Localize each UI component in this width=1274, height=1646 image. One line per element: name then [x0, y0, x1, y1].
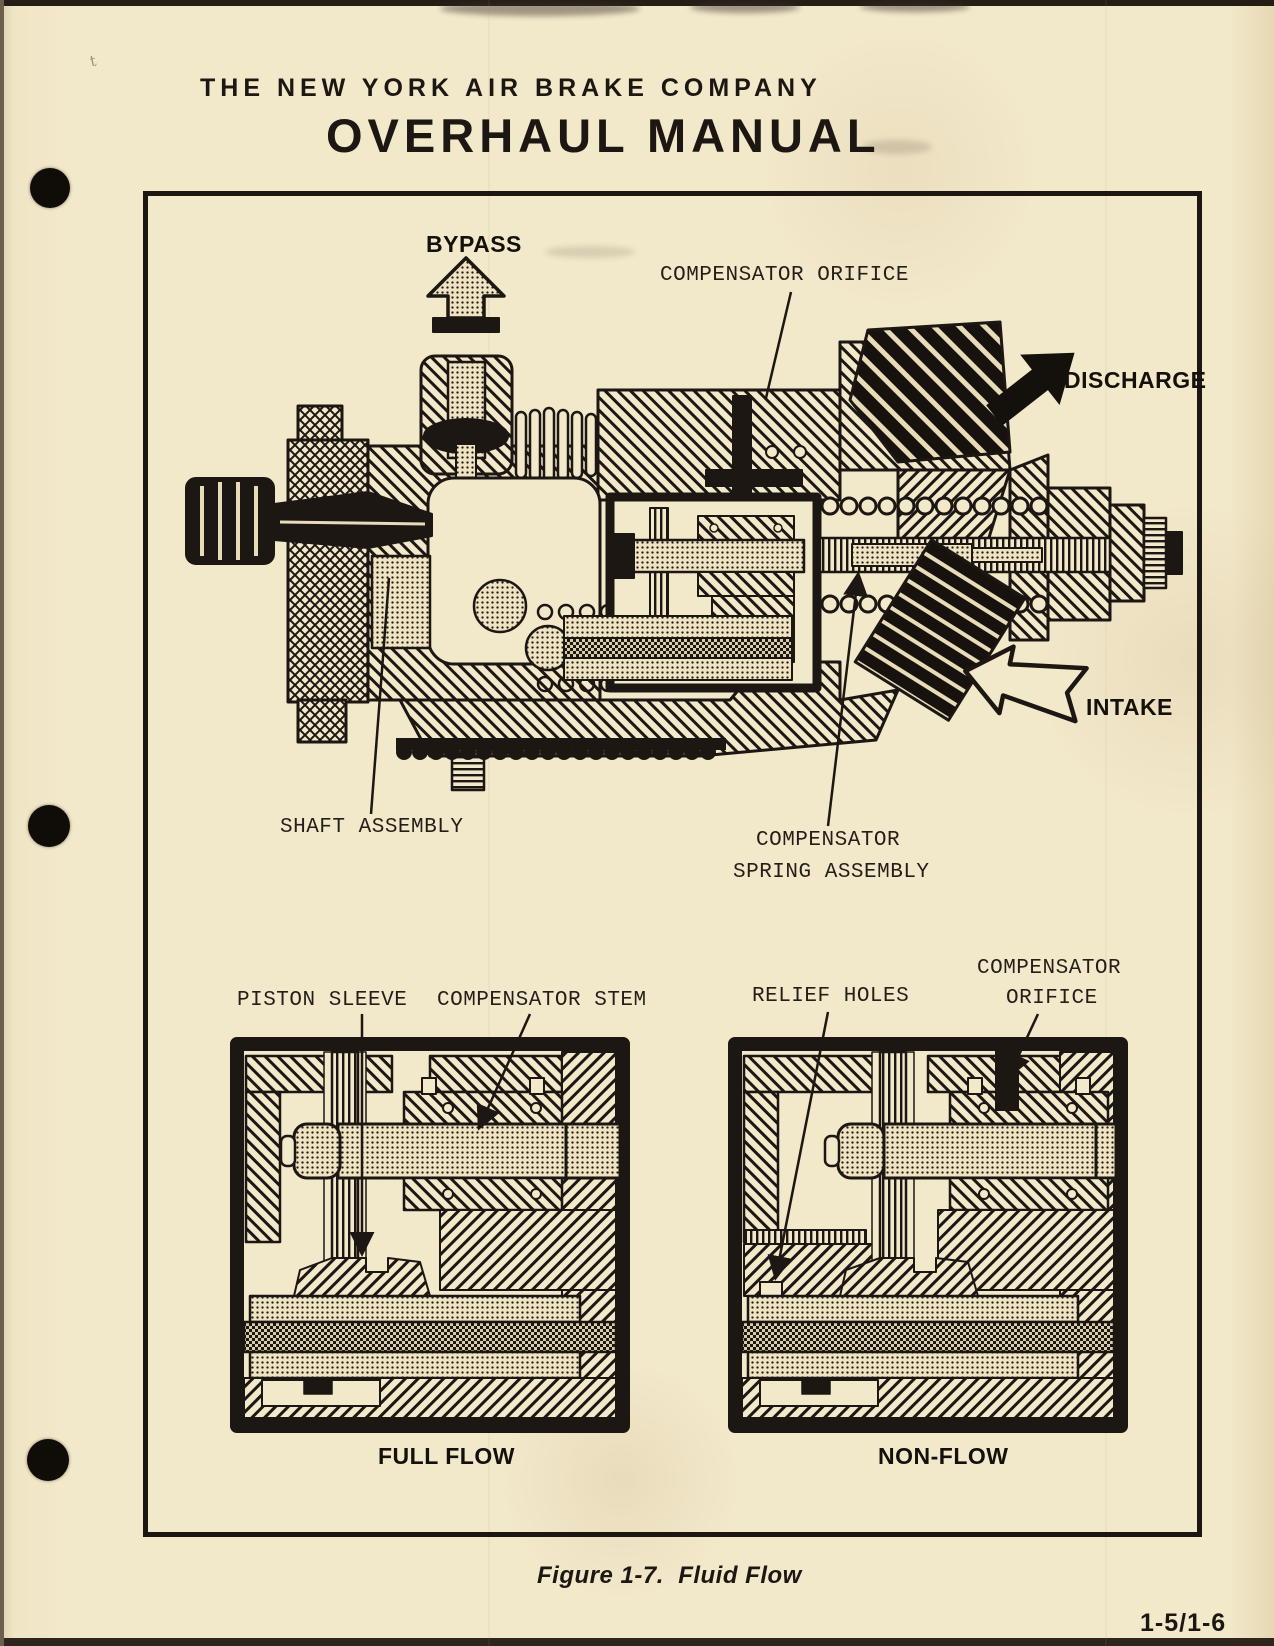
bypass-arrow	[426, 256, 506, 333]
scan-edge-top	[0, 0, 1274, 6]
scan-smudge	[690, 1, 800, 13]
control-valve-box	[524, 492, 822, 693]
non-flow-view	[728, 1037, 1128, 1433]
scan-smudge	[860, 1, 970, 12]
label-compensator-spring-line2: SPRING ASSEMBLY	[733, 861, 930, 884]
scan-edge-bottom	[0, 1638, 1274, 1646]
leader-compensator-stem	[476, 1013, 532, 1131]
label-bypass: BYPASS	[426, 231, 522, 257]
full-flow-view	[230, 1037, 630, 1433]
label-discharge: DISCHARGE	[1064, 367, 1207, 393]
paper-crease	[488, 0, 490, 1646]
label-intake: INTAKE	[1086, 694, 1173, 720]
detail-leader-lines	[349, 1011, 1040, 1281]
relief-hole	[759, 1281, 783, 1297]
leader-compensator-spring	[826, 571, 869, 827]
page-title: OVERHAUL MANUAL	[326, 109, 881, 162]
scan-smudge	[440, 1, 640, 16]
punch-hole	[30, 168, 70, 208]
label-relief-holes: RELIEF HOLES	[752, 985, 910, 1008]
caption-non-flow: NON-FLOW	[878, 1443, 1009, 1469]
caption-full-flow: FULL FLOW	[378, 1443, 515, 1469]
label-compensator-spring-line1: COMPENSATOR	[756, 829, 901, 852]
figure-border	[143, 191, 1202, 1537]
drive-shaft	[185, 477, 433, 565]
intake-arrow	[963, 644, 1089, 724]
punch-hole	[27, 1439, 69, 1481]
publisher-name: THE NEW YORK AIR BRAKE COMPANY	[200, 74, 822, 102]
label-compensator-stem: COMPENSATOR STEM	[437, 989, 647, 1012]
label-piston-sleeve: PISTON SLEEVE	[237, 989, 408, 1012]
label-shaft-assembly: SHAFT ASSEMBLY	[280, 816, 464, 839]
discharge-arrow	[986, 352, 1075, 426]
rotating-group	[370, 554, 659, 693]
orifice-slot	[995, 1049, 1019, 1111]
pump-cross-section	[185, 256, 1183, 792]
label-compensator-orifice-detail-line1: COMPENSATOR	[977, 957, 1122, 980]
punch-hole	[28, 805, 70, 847]
pencil-smudge	[862, 140, 932, 154]
main-leader-lines	[369, 291, 869, 827]
leader-shaft-assembly	[369, 577, 391, 815]
mounting-flange	[286, 404, 490, 792]
pencil-smudge	[545, 246, 635, 258]
paper-crease	[1105, 0, 1107, 1646]
leader-relief-holes	[767, 1011, 830, 1281]
leader-compensator-orifice-detail	[1007, 1013, 1040, 1079]
discharge-passage	[848, 320, 1012, 464]
figure-caption: Figure 1-7. Fluid Flow	[537, 1562, 802, 1589]
leader-compensator-orifice	[764, 291, 793, 399]
page-number: 1-5/1-6	[1140, 1609, 1227, 1637]
scan-edge-left	[0, 0, 4, 1646]
thread-scallops	[396, 744, 716, 760]
label-compensator-orifice: COMPENSATOR ORIFICE	[660, 264, 909, 287]
label-compensator-orifice-detail-line2: ORIFICE	[1006, 987, 1098, 1010]
